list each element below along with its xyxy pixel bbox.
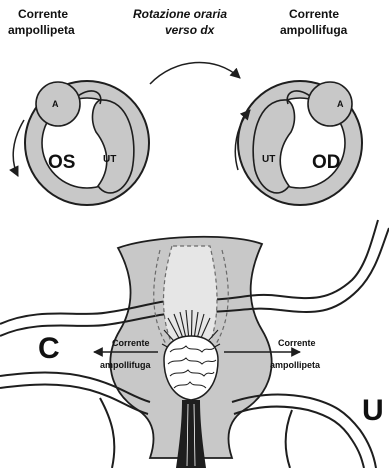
right-label-line2: ampollifuga (280, 23, 348, 37)
left-canal-label: OS (48, 152, 75, 173)
right-arrow-line1: Corrente (278, 338, 316, 348)
canal-letter: C (38, 332, 60, 365)
left-canal-diagram (13, 81, 149, 205)
utricle-letter: U (362, 394, 384, 427)
right-ampulla-label: A (337, 99, 344, 109)
rotation-label-line2: verso dx (165, 23, 216, 37)
rotation-arrow (150, 62, 240, 84)
left-arrow-line2: ampollifuga (100, 360, 151, 370)
right-ampulla-shape (308, 82, 352, 126)
right-label-line1: Corrente (289, 7, 339, 21)
left-flow-arrow (13, 120, 24, 176)
left-utricle-label: UT (103, 154, 116, 165)
right-canal-label: OD (312, 152, 341, 173)
right-utricle-label: UT (262, 154, 275, 165)
left-arrow-line1: Corrente (112, 338, 150, 348)
left-label-line2: ampollipeta (8, 23, 75, 37)
rotation-label-line1: Rotazione oraria (133, 7, 227, 21)
left-ampulla-label: A (52, 99, 59, 109)
right-arrow-line2: ampollipeta (270, 360, 321, 370)
left-label-line1: Corrente (18, 7, 68, 21)
